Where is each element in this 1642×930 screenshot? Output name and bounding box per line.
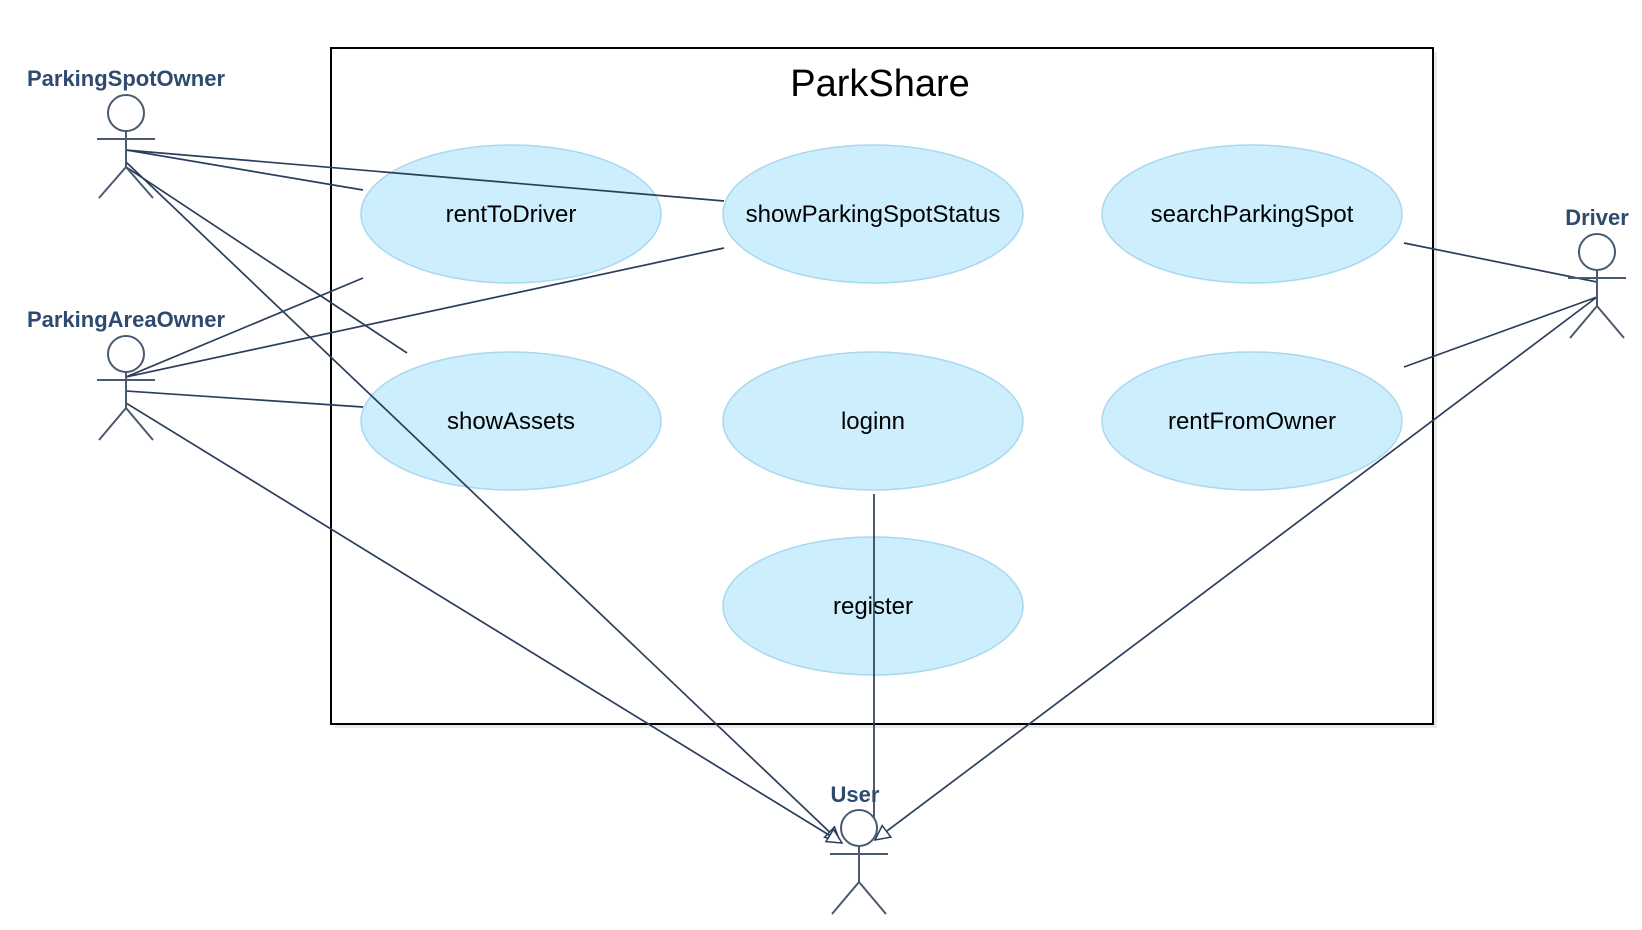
association-line — [1403, 296, 1598, 368]
association-line — [125, 247, 725, 378]
use-case-label: loginn — [841, 408, 905, 435]
generalization-arrow — [873, 296, 1598, 842]
generalization-arrow — [125, 161, 842, 844]
use-case-loginn[interactable]: loginn — [722, 351, 1024, 491]
use-case-show-assets[interactable]: showAssets — [360, 351, 662, 491]
actor-label: ParkingSpotOwner — [27, 66, 225, 91]
association-line — [125, 390, 364, 408]
actor-body-icon — [830, 846, 888, 915]
actor-head-icon — [840, 809, 878, 847]
use-case-label: showParkingSpotStatus — [746, 201, 1001, 228]
association-line — [125, 149, 364, 191]
use-case-label: searchParkingSpot — [1151, 201, 1354, 228]
generalization-arrow — [125, 402, 844, 844]
use-case-rent-from-owner[interactable]: rentFromOwner — [1101, 351, 1403, 491]
use-case-register[interactable]: register — [722, 536, 1024, 676]
generalizations — [125, 161, 1598, 844]
actor-label: ParkingAreaOwner — [27, 307, 226, 332]
actor-user[interactable]: User — [830, 782, 888, 915]
actor-body-icon — [97, 131, 155, 199]
association-line — [125, 166, 408, 354]
use-case-search-parking-spot[interactable]: searchParkingSpot — [1101, 144, 1403, 284]
system-title: ParkShare — [790, 63, 970, 105]
associations — [125, 149, 1598, 826]
actor-head-icon — [1578, 233, 1616, 271]
actor-head-icon — [107, 335, 145, 373]
actor-body-icon — [1568, 270, 1626, 339]
actor-parking-area-owner[interactable]: ParkingAreaOwner — [27, 307, 226, 441]
use-case-label: showAssets — [447, 408, 575, 435]
actor-parking-spot-owner[interactable]: ParkingSpotOwner — [27, 66, 225, 199]
actor-head-icon — [107, 94, 145, 132]
use-case-show-parking-spot-status[interactable]: showParkingSpotStatus — [722, 144, 1024, 284]
association-line — [125, 149, 725, 202]
use-case-label: rentToDriver — [446, 201, 577, 228]
actor-label: Driver — [1565, 205, 1629, 230]
use-case-label: register — [833, 593, 913, 620]
actor-body-icon — [97, 372, 155, 441]
use-case-label: rentFromOwner — [1168, 408, 1336, 435]
association-line — [125, 277, 364, 378]
actor-label: User — [831, 782, 880, 807]
association-line — [1403, 242, 1598, 283]
actor-driver[interactable]: Driver — [1565, 205, 1629, 339]
use-case-rent-to-driver[interactable]: rentToDriver — [360, 144, 662, 284]
